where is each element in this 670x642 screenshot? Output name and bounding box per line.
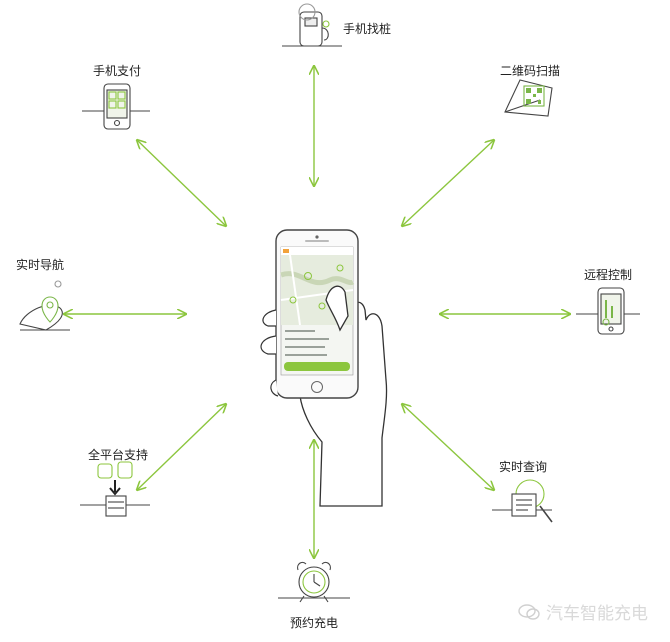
phone-in-hand	[260, 229, 388, 507]
map-pin-navigation-icon	[19, 280, 70, 331]
watermark: 汽车智能充电	[518, 599, 648, 624]
label-multi-platform: 全平台支持	[88, 448, 149, 462]
label-qr-scan: 二维码扫描	[500, 64, 561, 78]
wechat-icon	[518, 603, 540, 620]
label-realtime-nav: 实时导航	[16, 258, 65, 272]
label-find-charger: 手机找桩	[343, 22, 392, 36]
arrow-bottom-right	[402, 404, 494, 490]
arrow-bottom-left	[137, 404, 226, 490]
label-reserve-charge: 预约充电	[290, 616, 339, 630]
arrow-top-right	[402, 140, 494, 226]
label-remote-control: 远程控制	[584, 268, 633, 282]
watermark-text: 汽车智能充电	[546, 604, 648, 624]
charger-post-icon	[282, 3, 342, 47]
arrow-top-left	[137, 140, 226, 226]
label-mobile-pay: 手机支付	[93, 64, 142, 78]
mobile-pay-phone-icon	[82, 83, 150, 130]
remote-control-phone-icon	[576, 287, 640, 335]
alarm-clock-icon	[278, 561, 350, 603]
multi-platform-icon	[80, 461, 150, 517]
qr-scan-icon	[504, 79, 553, 117]
label-realtime-query: 实时查询	[499, 460, 548, 474]
query-document-icon	[492, 479, 553, 523]
